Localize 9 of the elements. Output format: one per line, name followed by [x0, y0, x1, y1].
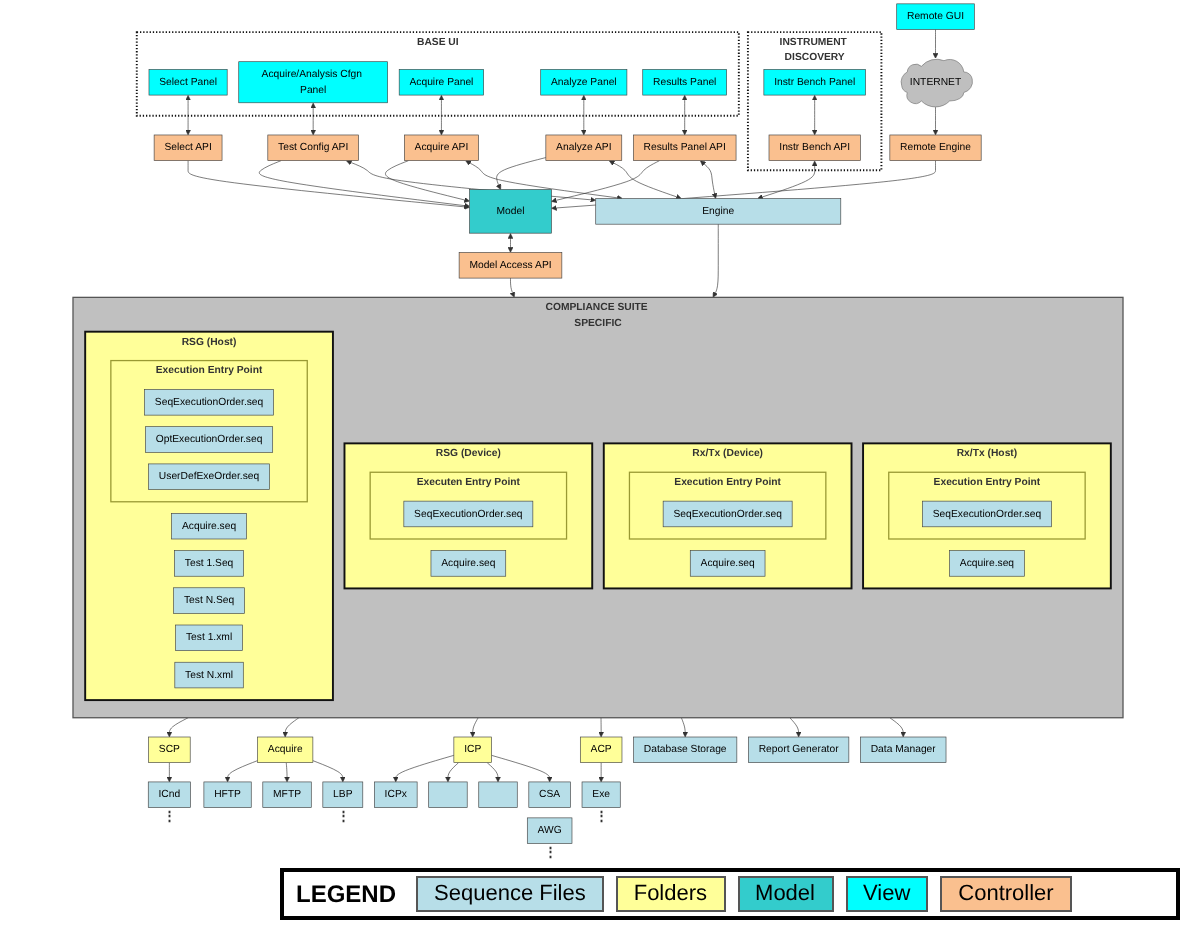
- legend-heading: LEGEND: [296, 880, 397, 908]
- legend-key: Folders: [615, 876, 726, 912]
- node-box: [428, 781, 468, 808]
- legend-key: Model: [737, 876, 833, 912]
- legend-key: View: [845, 876, 929, 912]
- arrow: [507, 233, 514, 253]
- node-box: [478, 781, 518, 808]
- legend-key: Controller: [940, 876, 1072, 912]
- legend-key: Sequence Files: [416, 876, 604, 912]
